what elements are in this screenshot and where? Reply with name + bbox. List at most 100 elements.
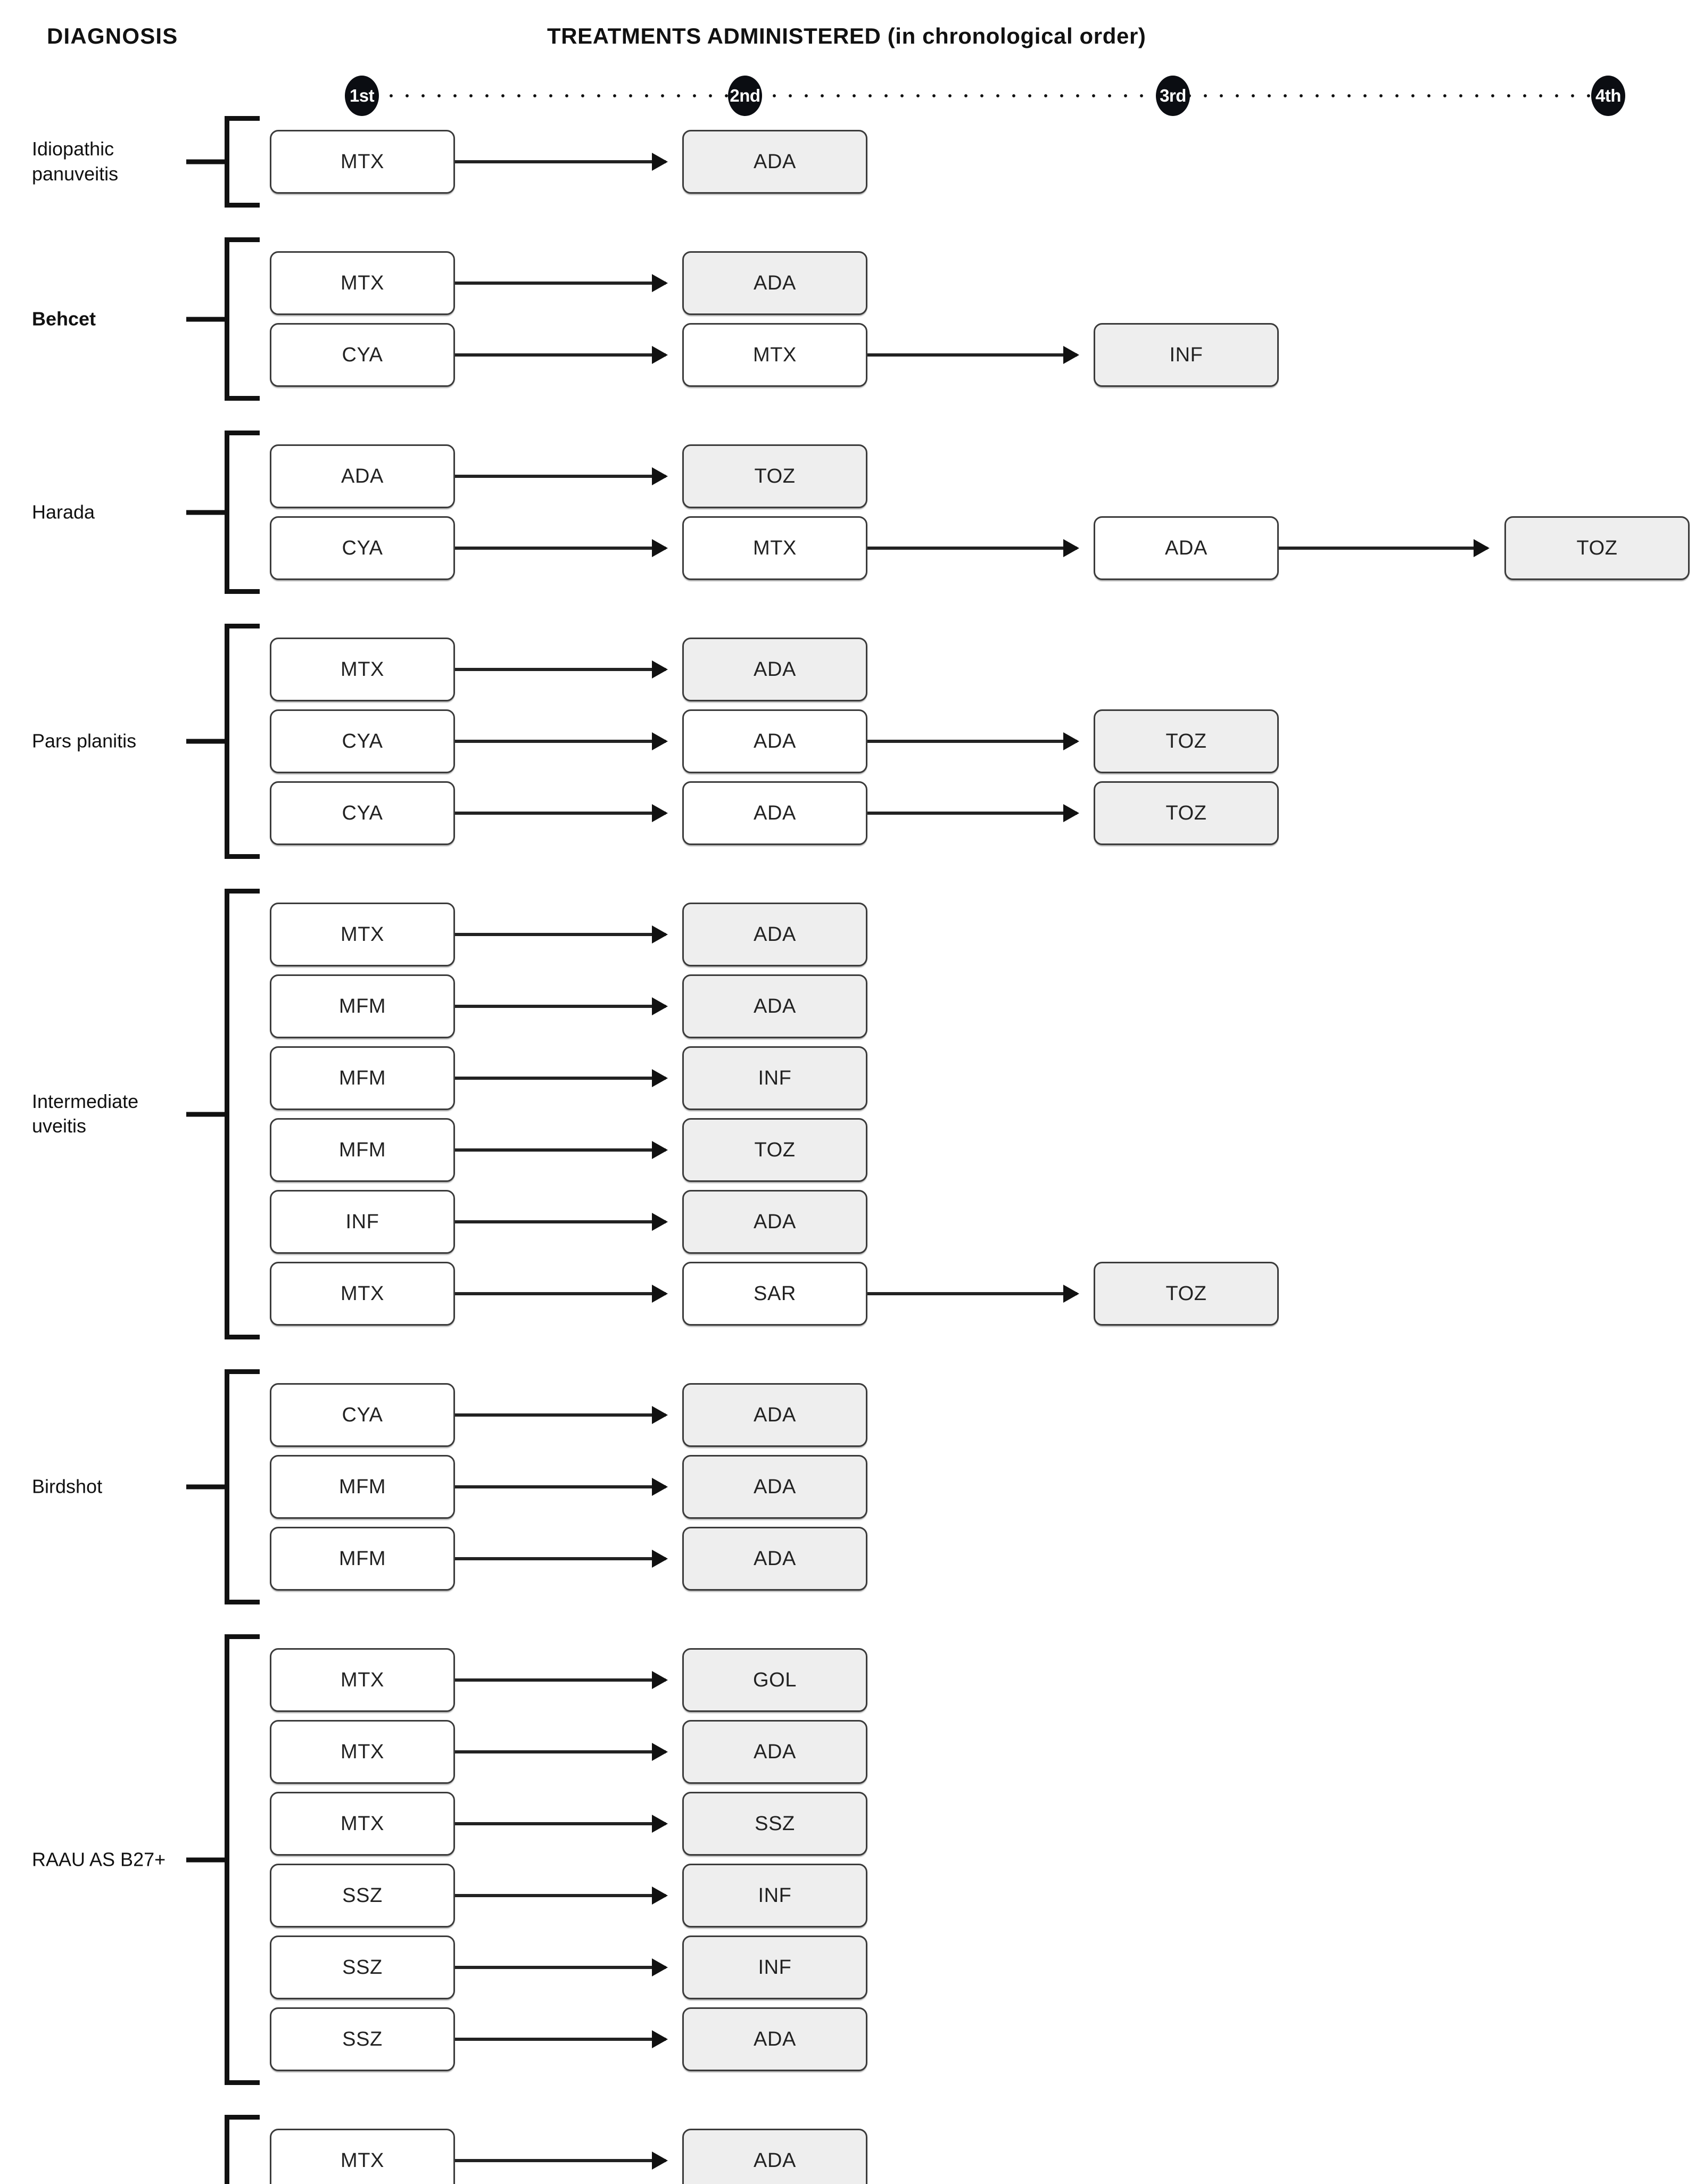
treatment-arrow	[455, 547, 666, 550]
treatment-arrow	[455, 1292, 666, 1295]
diagnosis-label: Behcet	[32, 308, 96, 330]
timeline-badge-2nd: 2nd	[728, 76, 762, 116]
treatment-arrow	[455, 1557, 666, 1560]
treatment-arrow	[455, 475, 666, 478]
treatment-node[interactable]: MTX	[270, 251, 455, 315]
treatment-node[interactable]: SSZ	[270, 2007, 455, 2071]
treatment-node[interactable]: CYA	[270, 516, 455, 580]
treatment-node[interactable]: MTX	[682, 516, 867, 580]
treatment-node[interactable]: MTX	[270, 130, 455, 194]
timeline-badge-1st: 1st	[345, 76, 379, 116]
treatment-sequence-row: SSZ ADA	[0, 2007, 1704, 2071]
treatment-node[interactable]: ADA	[682, 781, 867, 845]
treatment-sequence-row: MTX ADA	[0, 1720, 1704, 1784]
treatment-node[interactable]: MFM	[270, 1046, 455, 1110]
treatment-node[interactable]: MTX	[270, 1648, 455, 1712]
treatment-node[interactable]: TOZ	[682, 444, 867, 508]
treatment-node[interactable]: ADA	[682, 1527, 867, 1591]
treatment-node[interactable]: INF	[682, 1935, 867, 1999]
treatment-arrow	[455, 1413, 666, 1417]
treatment-node[interactable]: MFM	[270, 1118, 455, 1182]
treatment-sequence-row: MTX GOL	[0, 1648, 1704, 1712]
treatment-node[interactable]: ADA	[682, 130, 867, 194]
treatment-node[interactable]: MTX	[270, 1720, 455, 1784]
treatment-node[interactable]: CYA	[270, 709, 455, 773]
treatment-node[interactable]: ADA	[682, 2129, 867, 2184]
treatment-sequence-row: MTX ADA	[0, 2129, 1704, 2184]
treatment-arrow	[455, 1678, 666, 1682]
treatment-node[interactable]: SSZ	[270, 1935, 455, 1999]
diagnosis-bracket	[225, 1634, 260, 2085]
treatment-node[interactable]: TOZ	[682, 1118, 867, 1182]
treatment-node[interactable]: GOL	[682, 1648, 867, 1712]
treatment-node[interactable]: MTX	[270, 1262, 455, 1326]
treatment-node[interactable]: INF	[1094, 323, 1279, 387]
treatment-node[interactable]: MTX	[682, 323, 867, 387]
treatment-node[interactable]: MTX	[270, 2129, 455, 2184]
diagnosis-connector-tick	[186, 317, 227, 321]
treatment-node[interactable]: CYA	[270, 1383, 455, 1447]
diagnosis-connector-tick	[186, 510, 227, 515]
treatment-sequence-row: MFM ADA	[0, 1455, 1704, 1519]
treatment-sequence-row: MTX ADA	[0, 251, 1704, 315]
diagnosis-connector-tick	[186, 739, 227, 744]
treatment-arrow	[455, 1485, 666, 1488]
treatment-node[interactable]: MFM	[270, 1455, 455, 1519]
treatment-arrow	[455, 1220, 666, 1223]
treatment-node[interactable]: ADA	[682, 1720, 867, 1784]
treatment-node[interactable]: INF	[270, 1190, 455, 1254]
treatment-node[interactable]: MTX	[270, 903, 455, 966]
treatment-node[interactable]: MTX	[270, 638, 455, 701]
treatment-node[interactable]: TOZ	[1504, 516, 1690, 580]
treatment-node[interactable]: ADA	[682, 709, 867, 773]
treatment-sequence-row: CYA MTX ADA TOZ	[0, 516, 1704, 580]
treatment-node[interactable]: CYA	[270, 323, 455, 387]
treatment-node[interactable]: SSZ	[682, 1792, 867, 1856]
treatment-node[interactable]: SAR	[682, 1262, 867, 1326]
diagnosis-bracket	[225, 116, 260, 208]
treatment-arrow	[455, 2038, 666, 2041]
treatment-node[interactable]: ADA	[682, 1383, 867, 1447]
treatment-arrow	[455, 282, 666, 285]
treatment-node[interactable]: ADA	[682, 2007, 867, 2071]
treatment-node[interactable]: MTX	[270, 1792, 455, 1856]
treatment-node[interactable]: ADA	[682, 251, 867, 315]
treatment-sequence-row: ADA TOZ	[0, 444, 1704, 508]
treatment-arrow	[455, 1750, 666, 1753]
treatment-sequence-row: MFM ADA	[0, 974, 1704, 1038]
treatment-node[interactable]: TOZ	[1094, 781, 1279, 845]
treatment-node[interactable]: ADA	[682, 1455, 867, 1519]
treatment-sequence-row: CYA ADA TOZ	[0, 709, 1704, 773]
treatment-node[interactable]: MFM	[270, 974, 455, 1038]
treatment-timeline: 1st 2nd 3rd 4th	[0, 76, 1704, 116]
treatment-arrow	[867, 547, 1077, 550]
treatment-sequence-row: MFM TOZ	[0, 1118, 1704, 1182]
treatment-arrow	[867, 1292, 1077, 1295]
diagnosis-bracket	[225, 624, 260, 859]
treatment-node[interactable]: ADA	[1094, 516, 1279, 580]
diagnosis-column-header: DIAGNOSIS	[47, 23, 178, 48]
treatment-arrow	[455, 668, 666, 671]
treatment-arrow	[867, 812, 1077, 815]
treatment-sequence-row: MTX SAR TOZ	[0, 1262, 1704, 1326]
treatment-node[interactable]: ADA	[270, 444, 455, 508]
treatment-node[interactable]: CYA	[270, 781, 455, 845]
treatment-node[interactable]: ADA	[682, 974, 867, 1038]
treatment-sequence-row: CYA ADA	[0, 1383, 1704, 1447]
treatments-column-header: TREATMENTS ADMINISTERED (in chronologica…	[547, 23, 1146, 48]
treatment-node[interactable]: ADA	[682, 1190, 867, 1254]
treatment-node[interactable]: ADA	[682, 638, 867, 701]
treatment-node[interactable]: INF	[682, 1864, 867, 1927]
treatment-node[interactable]: MFM	[270, 1527, 455, 1591]
treatment-node[interactable]: TOZ	[1094, 709, 1279, 773]
treatment-node[interactable]: SSZ	[270, 1864, 455, 1927]
treatment-node[interactable]: TOZ	[1094, 1262, 1279, 1326]
treatment-node[interactable]: ADA	[682, 903, 867, 966]
treatment-node[interactable]: INF	[682, 1046, 867, 1110]
